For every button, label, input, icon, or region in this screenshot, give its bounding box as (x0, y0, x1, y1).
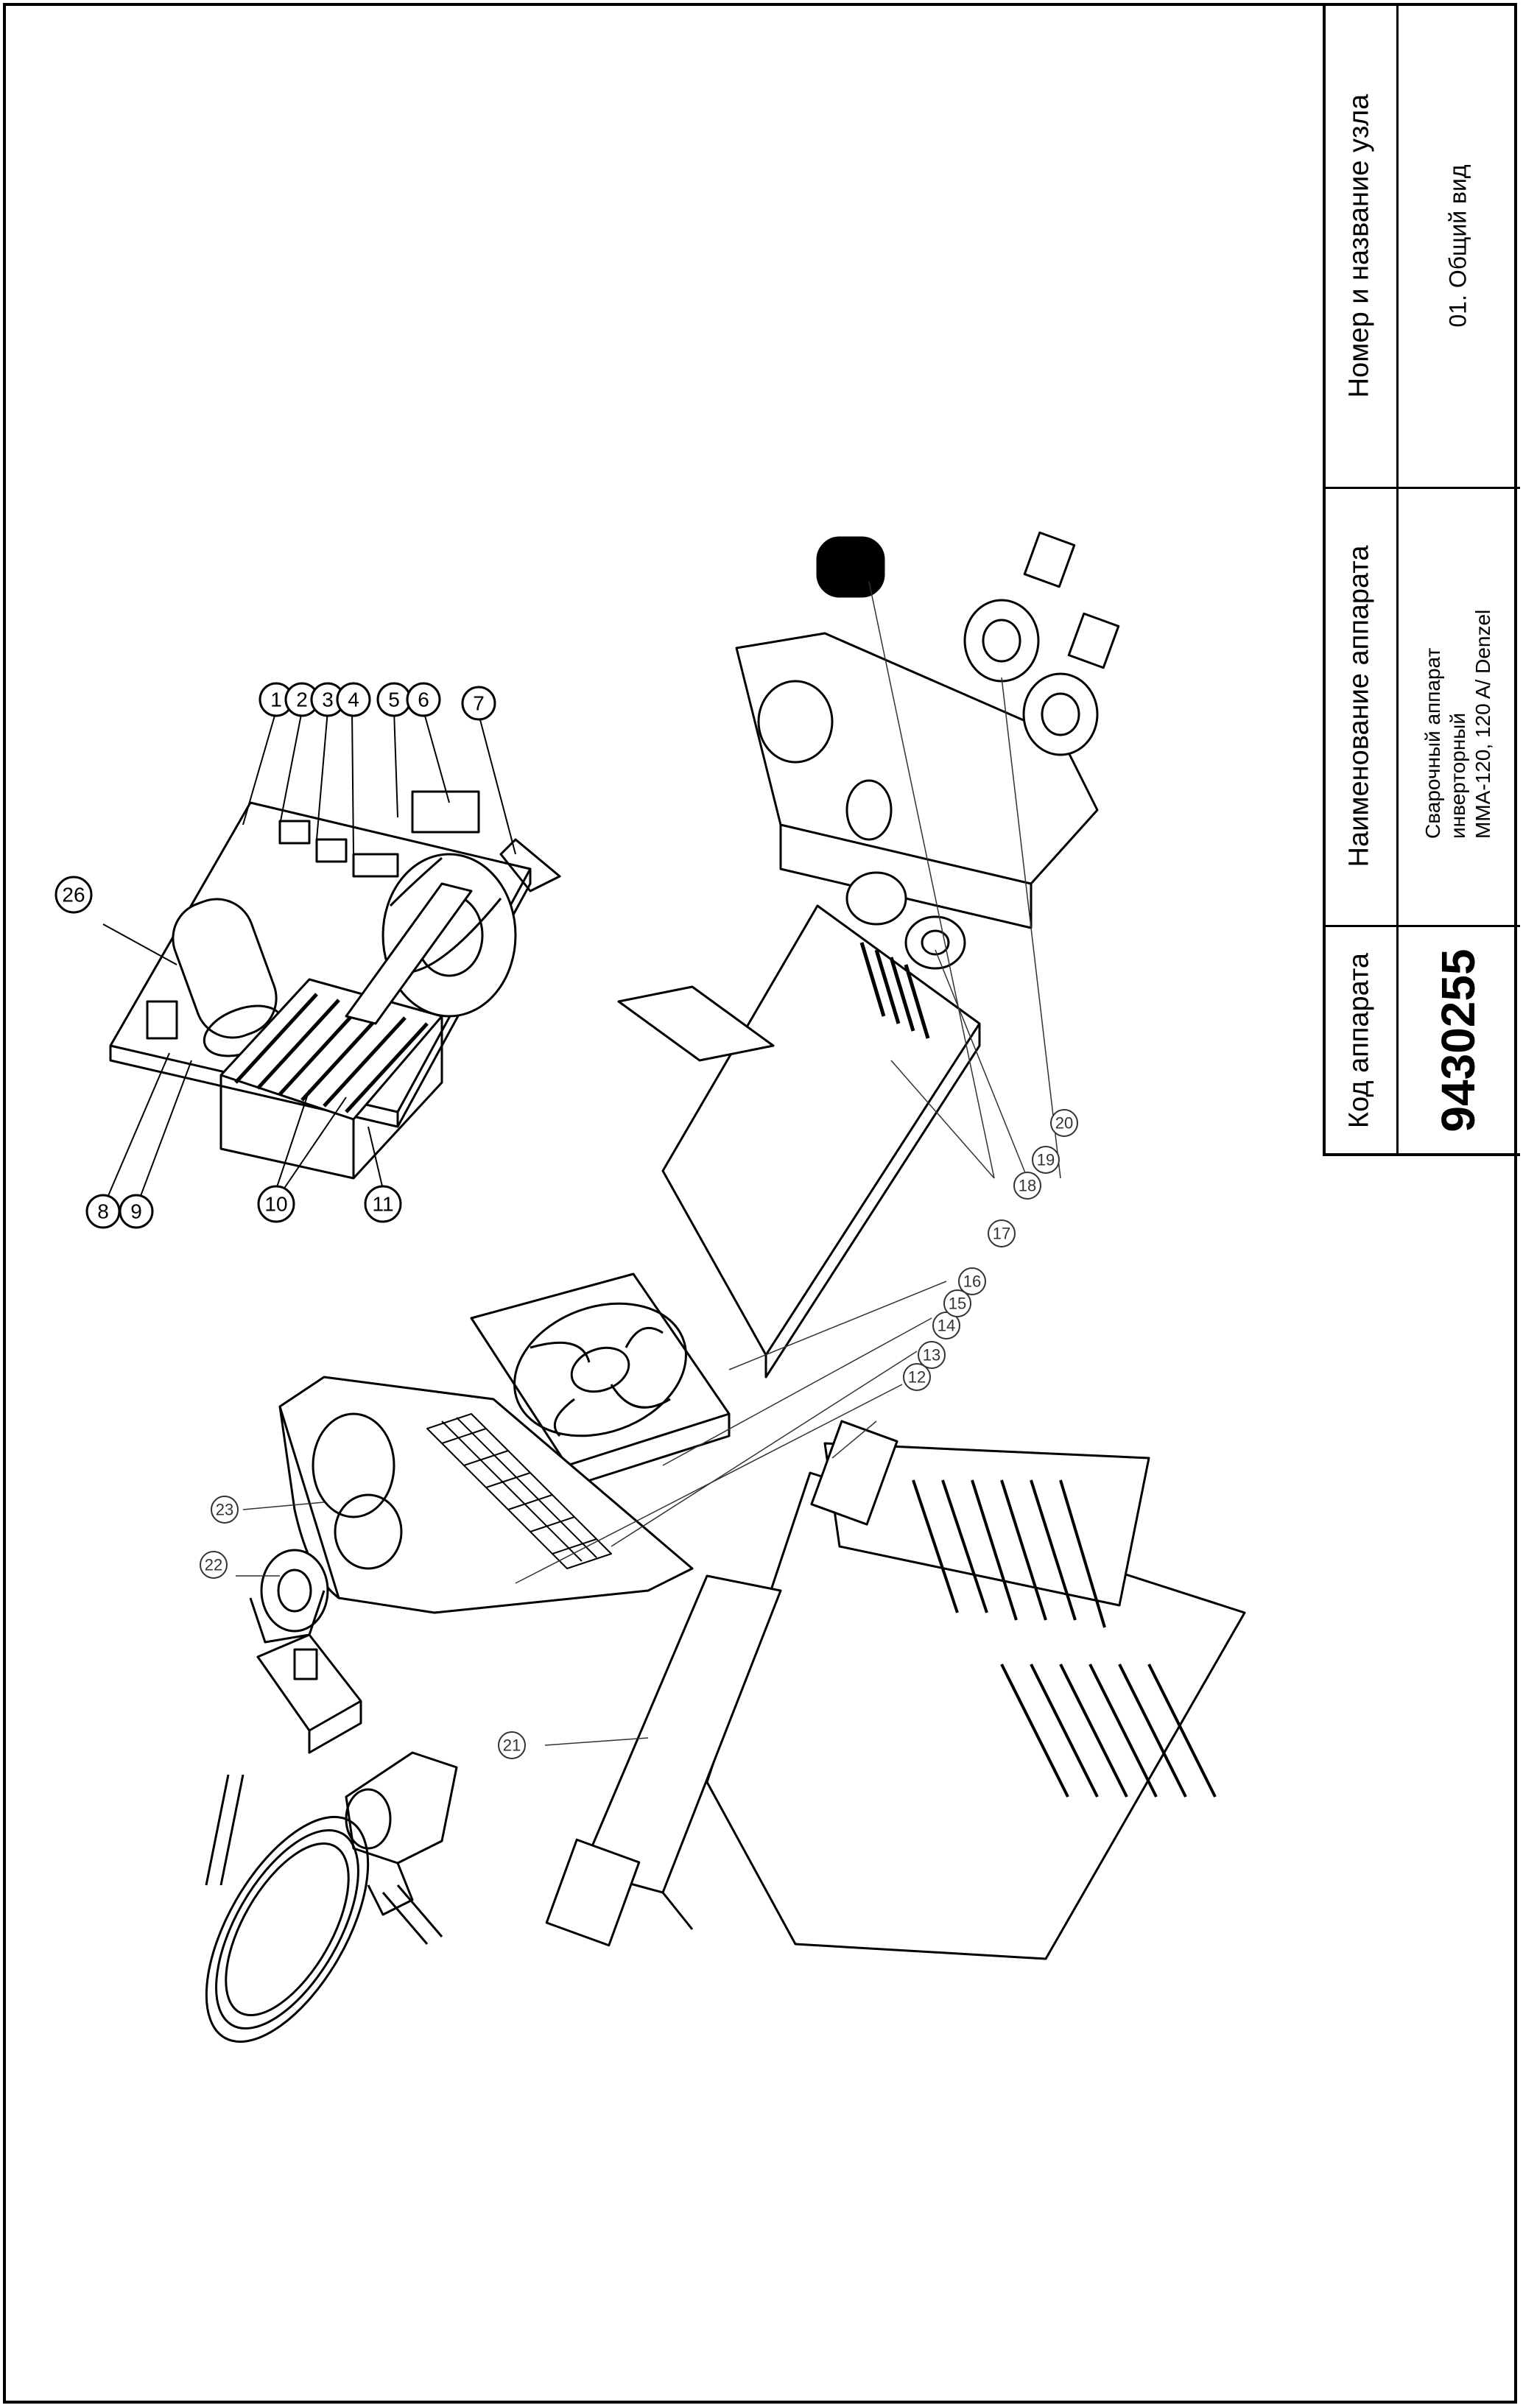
node-header-cell: Номер и название узла (1323, 4, 1396, 487)
callout-16: 16 (958, 1267, 986, 1295)
base-chassis (617, 904, 981, 1379)
svg-text:20: 20 (1055, 1114, 1073, 1133)
callout-3: 3 (310, 682, 345, 717)
node-value: 01. Общий вид (1444, 163, 1471, 328)
code-header-cell: Код аппарата (1323, 925, 1396, 1156)
callout-6: 6 (406, 682, 441, 717)
device-name-line1: Сварочный аппарат инверторный (1421, 647, 1469, 839)
device-name-line2: MMA-120, 120 A/ Denzel (1471, 609, 1494, 839)
device-name: Сварочный аппарат инверторный MMA-120, 1… (1421, 574, 1496, 839)
callout-2: 2 (284, 682, 320, 717)
svg-text:6: 6 (418, 689, 429, 711)
callout-21: 21 (498, 1731, 526, 1759)
control-knob (816, 536, 885, 598)
name-header-cell: Наименование аппарата (1323, 487, 1396, 925)
cooling-fan (470, 1272, 731, 1489)
callout-9: 9 (119, 1194, 154, 1229)
svg-text:22: 22 (205, 1556, 222, 1574)
callout-11: 11 (364, 1185, 402, 1223)
callout-4: 4 (336, 682, 371, 717)
name-header: Наименование аппарата (1343, 545, 1375, 867)
svg-text:23: 23 (216, 1501, 233, 1519)
power-switch (256, 1633, 362, 1754)
node-value-cell: 01. Общий вид (1396, 4, 1520, 487)
svg-text:14: 14 (938, 1317, 955, 1335)
callout-10: 10 (257, 1185, 295, 1223)
svg-text:12: 12 (908, 1368, 926, 1387)
svg-text:9: 9 (130, 1200, 142, 1223)
cable-gland (249, 1549, 329, 1644)
pcb-board (109, 790, 561, 1180)
callout-8: 8 (85, 1194, 121, 1229)
code-value-cell: 9430255 (1396, 925, 1520, 1156)
svg-text:21: 21 (503, 1736, 521, 1755)
callout-12: 12 (903, 1363, 931, 1391)
name-value-cell: Сварочный аппарат инверторный MMA-120, 1… (1396, 487, 1520, 925)
svg-text:19: 19 (1037, 1151, 1055, 1169)
svg-text:5: 5 (388, 689, 400, 711)
callout-5: 5 (376, 682, 412, 717)
carry-handle (545, 1420, 898, 1947)
callout-15: 15 (943, 1289, 971, 1317)
callout-22: 22 (200, 1551, 228, 1579)
svg-text:8: 8 (97, 1200, 109, 1223)
callout-13: 13 (918, 1341, 946, 1369)
power-plug-cable (205, 1751, 458, 2043)
callout-23: 23 (211, 1496, 239, 1524)
drawing-frame (3, 3, 1517, 2404)
svg-text:17: 17 (993, 1225, 1010, 1243)
front-panel-housing (278, 1376, 694, 1614)
callout-7: 7 (461, 686, 496, 721)
callout-19: 19 (1032, 1146, 1060, 1174)
node-header: Номер и название узла (1343, 94, 1375, 398)
svg-text:18: 18 (1019, 1177, 1036, 1195)
potentiometer (845, 871, 966, 970)
svg-text:15: 15 (949, 1295, 966, 1313)
top-cover (706, 1442, 1246, 1960)
device-code: 9430255 (1432, 948, 1485, 1133)
svg-text:7: 7 (473, 692, 485, 715)
svg-text:4: 4 (348, 689, 359, 711)
title-block: Номер и название узла 01. Общий вид Наим… (1323, 4, 1520, 1156)
svg-text:2: 2 (296, 689, 308, 711)
svg-text:26: 26 (62, 884, 85, 906)
callout-18: 18 (1013, 1172, 1041, 1200)
callout-26: 26 (54, 876, 93, 914)
svg-text:13: 13 (923, 1346, 940, 1365)
callout-14: 14 (932, 1312, 960, 1339)
svg-text:16: 16 (963, 1272, 981, 1291)
svg-text:1: 1 (270, 689, 282, 711)
code-header: Код аппарата (1343, 952, 1375, 1129)
callout-20: 20 (1050, 1109, 1078, 1137)
svg-text:10: 10 (264, 1193, 287, 1216)
svg-text:11: 11 (372, 1193, 393, 1216)
svg-text:3: 3 (322, 689, 334, 711)
callout-17: 17 (988, 1219, 1016, 1247)
